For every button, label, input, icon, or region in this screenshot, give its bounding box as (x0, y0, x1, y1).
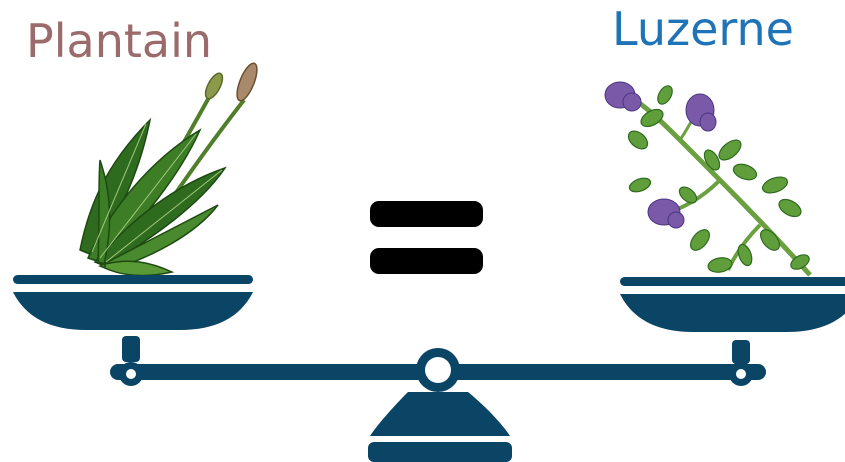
plantain-plant-icon (80, 61, 261, 276)
balance-scale-icon (13, 275, 845, 462)
equals-sign-icon (370, 201, 483, 274)
alfalfa-plant-icon (605, 82, 812, 275)
left-scale-pan (13, 275, 253, 330)
right-scale-pan (620, 277, 845, 332)
